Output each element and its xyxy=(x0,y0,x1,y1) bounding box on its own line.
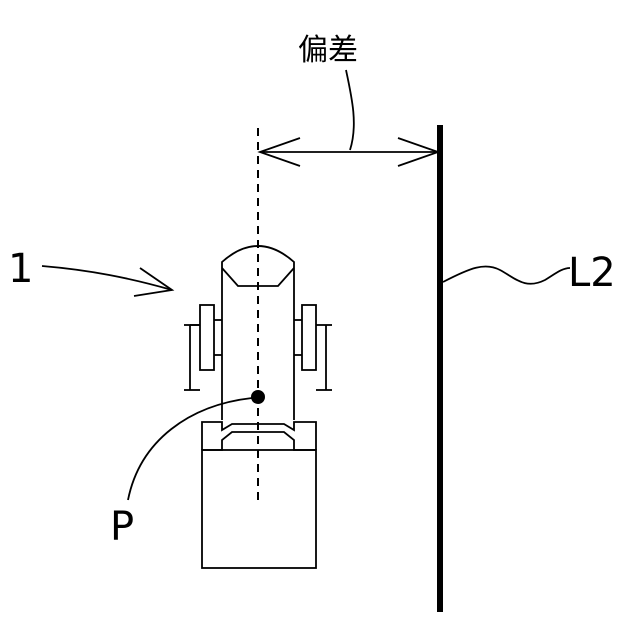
left-wheel xyxy=(200,305,214,370)
point-p-marker xyxy=(251,390,265,404)
machine-ref-leader xyxy=(42,266,172,290)
line-l2-leader xyxy=(443,266,570,283)
point-p-label: P xyxy=(110,504,134,550)
deviation-dimension-arrow xyxy=(260,138,438,166)
machine-ref-label: 1 xyxy=(8,246,33,292)
point-p-leader xyxy=(128,398,252,500)
right-wheel xyxy=(302,305,316,370)
line-l2-label: L2 xyxy=(568,250,616,296)
machine-1 xyxy=(184,246,332,568)
deviation-label: 偏差 xyxy=(298,33,358,68)
deviation-leader xyxy=(346,70,354,150)
